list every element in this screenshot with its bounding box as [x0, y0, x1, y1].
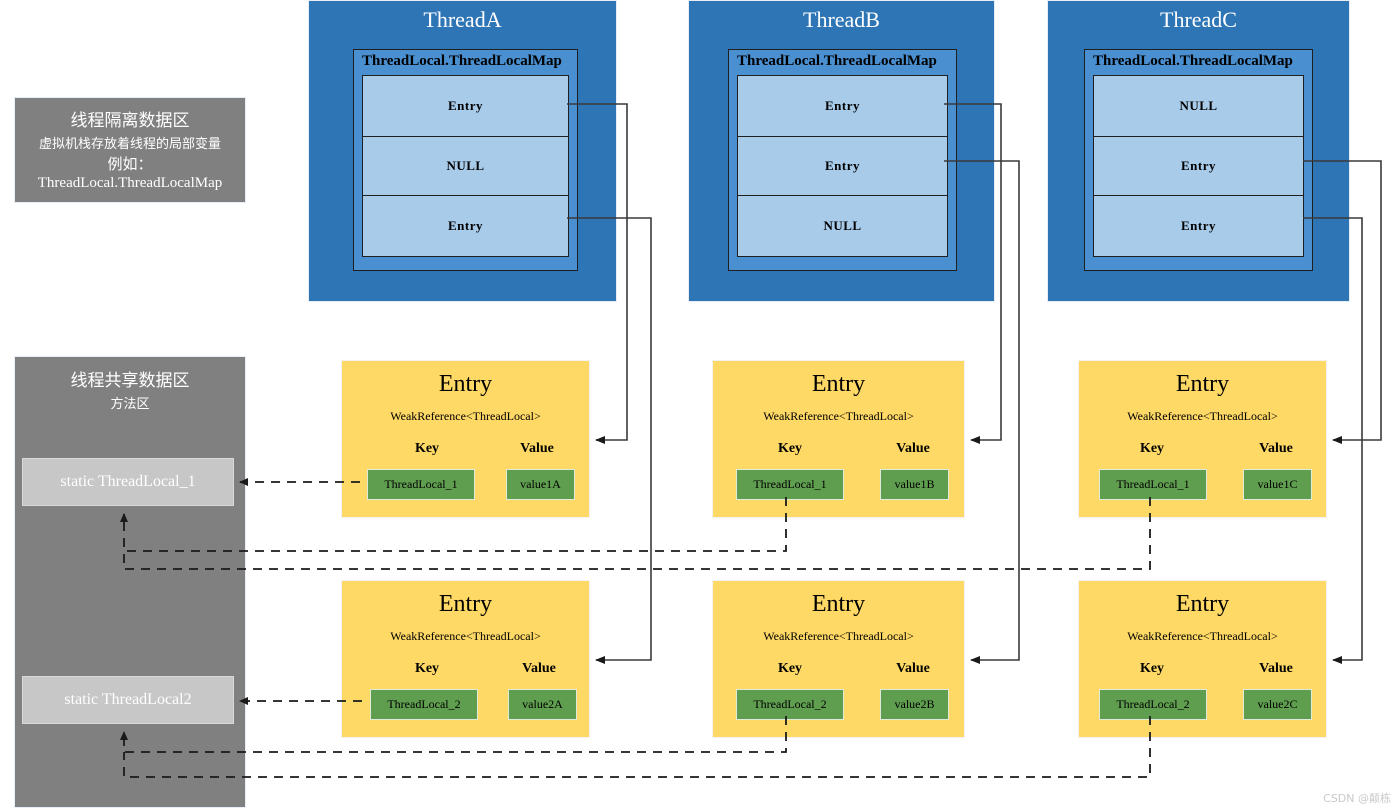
thread-a-slot-list: Entry NULL Entry [362, 75, 569, 257]
watermark-label: CSDN @颠栋 [1323, 792, 1391, 805]
entry-a2-value-chip[interactable]: value2A [508, 689, 577, 720]
entry-a1-key-label: Key [414, 441, 440, 456]
entry-b1-title: Entry [811, 371, 866, 397]
entry-b1-key-chip[interactable]: ThreadLocal_1 [736, 469, 844, 500]
thread-a-title: ThreadA [423, 7, 502, 32]
entry-b1-subtitle: WeakReference<ThreadLocal> [763, 409, 914, 423]
entry-a2-key-label: Key [414, 661, 440, 676]
link-keyC1-to-static1 [123, 497, 1151, 570]
thread-b-slot-list: Entry Entry NULL [737, 75, 948, 257]
entry-a1-value-chip[interactable]: value1A [506, 469, 575, 500]
thread-b-slot-0[interactable]: Entry [738, 76, 947, 137]
thread-b-slot-1[interactable]: Entry [738, 137, 947, 196]
thread-a-slot-1[interactable]: NULL [363, 137, 568, 196]
thread-box-b: ThreadB ThreadLocal.ThreadLocalMap Entry… [688, 0, 995, 302]
thread-b-map: ThreadLocal.ThreadLocalMap Entry Entry N… [728, 49, 957, 271]
shared-data-area-panel: 线程共享数据区 方法区 [14, 356, 246, 808]
thread-c-slot-1[interactable]: Entry [1094, 137, 1303, 196]
isolated-panel-line1: 线程隔离数据区 [70, 111, 190, 131]
static-threadlocal-1-box[interactable]: static ThreadLocal_1 [22, 458, 234, 506]
entry-c2-key-chip[interactable]: ThreadLocal_2 [1099, 689, 1207, 720]
thread-box-a: ThreadA ThreadLocal.ThreadLocalMap Entry… [308, 0, 617, 302]
entry-box-a2: Entry WeakReference<ThreadLocal> Key Val… [341, 580, 590, 738]
entry-b2-key-chip[interactable]: ThreadLocal_2 [736, 689, 844, 720]
thread-box-c: ThreadC ThreadLocal.ThreadLocalMap NULL … [1047, 0, 1350, 302]
entry-c1-value-chip[interactable]: value1C [1243, 469, 1312, 500]
shared-panel-line2: 方法区 [110, 397, 150, 412]
thread-b-title: ThreadB [803, 7, 880, 32]
thread-c-map-title: ThreadLocal.ThreadLocalMap [1093, 53, 1293, 69]
entry-c1-subtitle: WeakReference<ThreadLocal> [1127, 409, 1278, 423]
entry-b1-value-chip[interactable]: value1B [880, 469, 949, 500]
entry-c1-title: Entry [1175, 371, 1230, 397]
entry-box-c1: Entry WeakReference<ThreadLocal> Key Val… [1078, 360, 1327, 518]
thread-c-slot-2[interactable]: Entry [1094, 196, 1303, 256]
isolated-panel-line4: ThreadLocal.ThreadLocalMap [37, 175, 223, 191]
entry-c1-value-label: Value [1259, 441, 1293, 456]
entry-c2-value-label: Value [1259, 661, 1293, 676]
entry-c2-key-label: Key [1139, 661, 1165, 676]
entry-b2-subtitle: WeakReference<ThreadLocal> [763, 629, 914, 643]
entry-b2-title: Entry [811, 591, 866, 617]
entry-a2-subtitle: WeakReference<ThreadLocal> [390, 629, 541, 643]
entry-b2-value-chip[interactable]: value2B [880, 689, 949, 720]
entry-c1-key-label: Key [1139, 441, 1165, 456]
thread-b-map-title: ThreadLocal.ThreadLocalMap [737, 53, 937, 69]
entry-a1-value-label: Value [520, 441, 554, 456]
entry-c1-key-chip[interactable]: ThreadLocal_1 [1099, 469, 1207, 500]
thread-a-map: ThreadLocal.ThreadLocalMap Entry NULL En… [353, 49, 578, 271]
entry-box-a1: Entry WeakReference<ThreadLocal> Key Val… [341, 360, 590, 518]
entry-b1-key-label: Key [777, 441, 803, 456]
thread-a-slot-2[interactable]: Entry [363, 196, 568, 256]
static-threadlocal-2-box[interactable]: static ThreadLocal2 [22, 676, 234, 724]
thread-c-slot-0[interactable]: NULL [1094, 76, 1303, 137]
entry-a2-title: Entry [438, 591, 493, 617]
static-threadlocal-1-label: static ThreadLocal_1 [60, 473, 196, 490]
thread-c-slot-list: NULL Entry Entry [1093, 75, 1304, 257]
link-keyC2-to-static2 [123, 716, 1151, 778]
entry-box-c2: Entry WeakReference<ThreadLocal> Key Val… [1078, 580, 1327, 738]
entry-b2-key-label: Key [777, 661, 803, 676]
entry-b1-value-label: Value [896, 441, 930, 456]
entry-a2-key-chip[interactable]: ThreadLocal_2 [370, 689, 478, 720]
isolated-data-area-panel: 线程隔离数据区 虚拟机栈存放着线程的局部变量 例如： ThreadLocal.T… [14, 97, 246, 203]
shared-panel-line1: 线程共享数据区 [70, 371, 190, 391]
entry-b2-value-label: Value [896, 661, 930, 676]
isolated-panel-line3: 例如： [107, 155, 153, 173]
entry-box-b1: Entry WeakReference<ThreadLocal> Key Val… [712, 360, 965, 518]
entry-c2-title: Entry [1175, 591, 1230, 617]
thread-a-map-title: ThreadLocal.ThreadLocalMap [362, 53, 562, 69]
thread-b-slot-2[interactable]: NULL [738, 196, 947, 256]
entry-a1-subtitle: WeakReference<ThreadLocal> [390, 409, 541, 423]
entry-a1-key-chip[interactable]: ThreadLocal_1 [367, 469, 475, 500]
entry-box-b2: Entry WeakReference<ThreadLocal> Key Val… [712, 580, 965, 738]
entry-a1-title: Entry [438, 371, 493, 397]
thread-c-title: ThreadC [1160, 7, 1237, 32]
thread-c-map: ThreadLocal.ThreadLocalMap NULL Entry En… [1084, 49, 1313, 271]
entry-c2-subtitle: WeakReference<ThreadLocal> [1127, 629, 1278, 643]
static-threadlocal-2-label: static ThreadLocal2 [64, 691, 192, 708]
isolated-panel-line2: 虚拟机栈存放着线程的局部变量 [38, 137, 221, 152]
entry-a2-value-label: Value [522, 661, 556, 676]
entry-c2-value-chip[interactable]: value2C [1243, 689, 1312, 720]
thread-a-slot-0[interactable]: Entry [363, 76, 568, 137]
